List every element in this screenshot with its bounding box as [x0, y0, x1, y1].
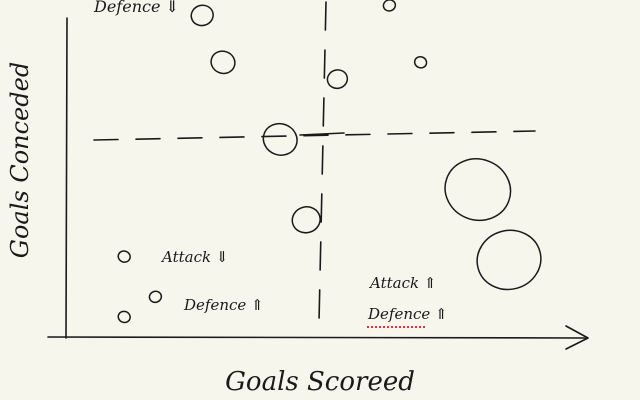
center-cross-mark: [299, 132, 345, 136]
quadrant-label-top-left: Defence ⇓: [93, 0, 179, 16]
y-axis-line: [65, 17, 68, 339]
data-point: [210, 50, 236, 75]
quadrant-label-bottom-right-defence: Defence ⇑: [367, 305, 448, 323]
x-axis-line: [47, 336, 586, 339]
data-point: [117, 310, 131, 324]
horizontal-divider: [93, 130, 536, 141]
quadrant-label-bottom-left-attack: Attack ⇓: [160, 248, 228, 266]
data-point: [444, 158, 512, 222]
scatter-points: [117, 0, 542, 324]
data-point: [148, 290, 163, 304]
data-point: [117, 250, 131, 263]
data-point: [291, 206, 321, 234]
y-axis-label: Goals Conceded: [6, 62, 34, 258]
x-axis-arrowhead: [565, 325, 589, 350]
vertical-divider: [318, 1, 327, 323]
data-point: [326, 69, 349, 90]
x-axis-label: Goals Scoreed: [225, 367, 415, 397]
quadrant-dividers: [93, 1, 536, 323]
data-point: [413, 55, 428, 69]
quadrant-label-bottom-right-attack: Attack ⇑: [368, 274, 436, 292]
data-point: [190, 4, 214, 27]
quadrant-label-bottom-left-defence: Defence ⇑: [183, 296, 264, 314]
data-point: [262, 122, 298, 156]
data-point: [382, 0, 397, 12]
data-point: [476, 229, 542, 291]
